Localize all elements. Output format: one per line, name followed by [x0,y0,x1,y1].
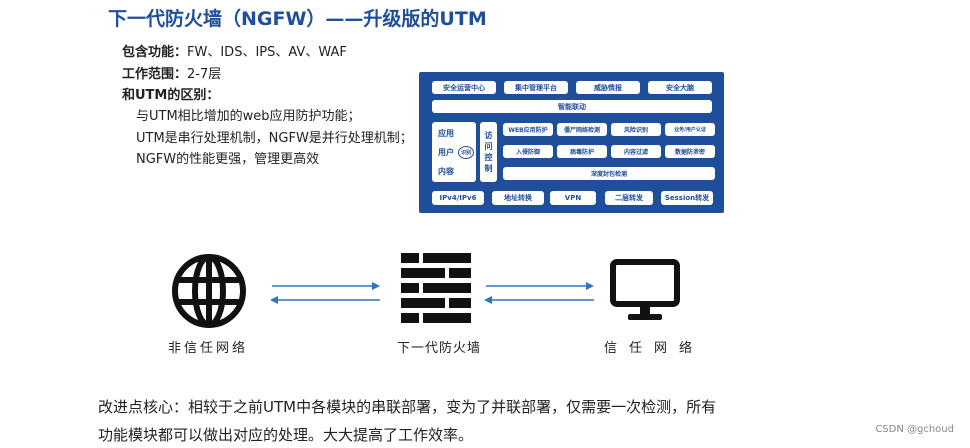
arch-left-text: 内容 [438,167,454,176]
globe-icon [172,254,246,328]
functions-label: 包含功能： [122,45,188,60]
ngfw-label: 下一代防火墙 [397,341,482,356]
trusted-network-label: 信任网络 [604,341,705,356]
page-title: 下一代防火墙（NGFW）——升级版的UTM [108,8,487,30]
arch-bottom-item: 地址转换 [492,191,544,205]
arch-module: 僵尸网络检测 [557,123,607,136]
arch-app-user-content: 应用 用户 内容 识别 [432,122,476,182]
watermark: CSDN @gchoud [875,424,954,435]
arch-top-item: 威胁情报 [576,81,640,94]
arch-top-item: 安全运营中心 [432,81,496,94]
ngfw-architecture-diagram: 安全运营中心 集中管理平台 威胁情报 安全大脑 智能联动 应用 用户 内容 识别… [419,72,724,213]
arch-module: WEB应用防护 [503,123,553,136]
arch-module: 入侵防御 [503,145,553,158]
diff-label: 和UTM的区别： [122,88,220,103]
arch-bottom-item: 二层转发 [605,191,653,205]
untrusted-network-label: 非信任网络 [168,341,249,356]
arch-left-text: 用户 [438,148,454,157]
functions-line: 包含功能：FW、IDS、IPS、AV、WAF [122,41,347,60]
arch-top-item: 安全大脑 [648,81,712,94]
computer-monitor-icon [610,259,680,320]
summary-line: 功能模块都可以做出对应的处理。大大提高了工作效率。 [98,426,474,444]
functions-value: FW、IDS、IPS、AV、WAF [187,45,347,60]
scope-label: 工作范围： [122,67,188,82]
arch-module: 数据防泄密 [665,145,715,158]
arch-bottom-item: IPv4/IPv6 [432,191,484,205]
diff-item: NGFW的性能更强，管理更高效 [136,152,320,167]
summary-line: 改进点核心：相较于之前UTM中各模块的串联部署，变为了并联部署，仅需要一次检测，… [98,398,717,416]
arch-module: 业务/用户认证 [665,123,715,136]
arch-access-control: 访 问 控 制 [480,122,497,182]
arch-module: 风险识别 [611,123,661,136]
diff-line: 和UTM的区别： [122,84,219,103]
arch-identify-circle: 识别 [458,146,474,159]
arch-module: 病毒防护 [557,145,607,158]
arch-bottom-item: VPN [550,191,596,205]
arch-left-text: 应用 [438,129,454,138]
arch-top-item: 集中管理平台 [504,81,568,94]
scope-line: 工作范围：2-7层 [122,63,221,82]
arch-module: 内容过滤 [611,145,661,158]
firewall-icon [401,253,471,323]
arch-bottom-item: Session转发 [661,191,713,205]
arch-deep-inspection: 深度封包检测 [503,167,715,180]
right-arrows [484,282,594,304]
scope-value: 2-7层 [187,67,222,82]
arch-linkage: 智能联动 [432,100,712,113]
diff-item: UTM是串行处理机制，NGFW是并行处理机制； [136,131,413,146]
left-arrows [270,282,380,304]
diff-item: 与UTM相比增加的web应用防护功能； [136,109,361,124]
